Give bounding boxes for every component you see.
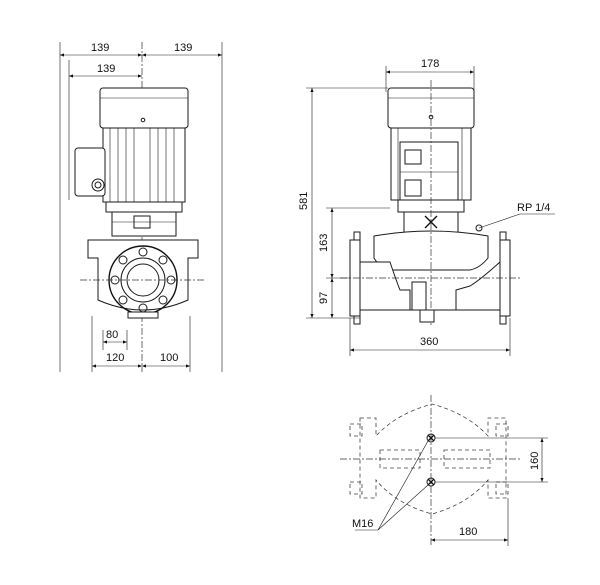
- dim-motor-width: 178: [421, 58, 439, 70]
- bolt-label: M16: [352, 518, 373, 530]
- dim-hole-offset: 180: [459, 526, 477, 538]
- dim-bottom-left-width: 120: [106, 352, 124, 364]
- dim-top-right-width: 139: [174, 42, 192, 54]
- dim-motor-half-width: 139: [97, 63, 115, 75]
- side-view: 178 RP 1/4: [298, 58, 555, 356]
- dim-port-to-port: 360: [420, 336, 438, 348]
- dim-top-left-width: 139: [91, 42, 109, 54]
- dim-upper-height: 163: [318, 234, 330, 252]
- dim-hole-spacing: 160: [529, 452, 541, 470]
- dim-total-height: 581: [298, 192, 310, 210]
- front-view: 139 139 139: [59, 42, 223, 372]
- dim-lower-height: 97: [318, 292, 330, 304]
- port-label: RP 1/4: [517, 202, 550, 214]
- base-view: 160 180 M16: [340, 395, 548, 546]
- dim-flange-offset: 80: [106, 329, 118, 341]
- dim-bottom-right-width: 100: [160, 352, 178, 364]
